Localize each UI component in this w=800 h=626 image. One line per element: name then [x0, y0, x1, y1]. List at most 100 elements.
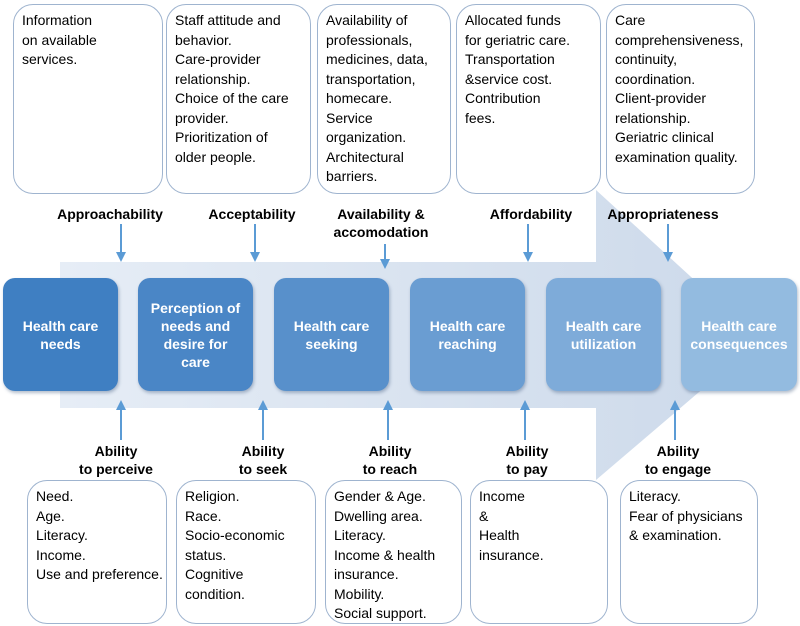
text-line: to perceive — [79, 461, 153, 477]
text-line: Service — [326, 109, 373, 126]
text-line: Availability & — [337, 206, 425, 222]
connector-arrows — [116, 224, 680, 440]
text-line: to reach — [362, 461, 418, 477]
text-line: Approachability — [57, 206, 163, 222]
text-line: professionals, — [326, 31, 413, 48]
text-line: coordination. — [615, 70, 696, 87]
text-line: Staff attitude and — [175, 12, 281, 28]
text-line: Health care — [565, 317, 642, 334]
ability-to-seek-label: Ability to seek — [203, 442, 323, 478]
text-line: Prioritization of — [175, 129, 268, 145]
text-line: Literacy. — [36, 527, 88, 543]
text-line: Race. — [185, 507, 222, 524]
ability-to-perceive-factors-box: Need. Age. Literacy. Income. Use and prefere… — [27, 480, 167, 624]
text-line: Ability — [94, 443, 138, 459]
text-line: & — [479, 507, 489, 524]
text-line: Transportation — [465, 51, 555, 67]
text-line: utilization — [570, 335, 637, 352]
text-line: continuity, — [615, 51, 677, 67]
text-line: Affordability — [489, 206, 573, 222]
text-line: organization. — [326, 129, 407, 145]
text-line: Health — [479, 527, 520, 543]
text-line: Ability — [656, 443, 700, 459]
text-line: Geriatric clinical — [615, 129, 714, 145]
approachability-label: Approachability — [40, 205, 180, 223]
text-line: condition. — [185, 585, 245, 602]
ability-to-seek-factors-box: Religion. Race. Socio-economic status. Cogni… — [176, 480, 316, 624]
text-line: medicines, data, — [326, 51, 428, 67]
text-line: Mobility. — [334, 585, 385, 602]
text-line: comprehensiveness, — [615, 31, 744, 48]
text-line: Ability — [241, 443, 285, 459]
text-line: provider. — [175, 109, 229, 126]
text-line: Acceptability — [208, 206, 296, 222]
text-line: Income. — [36, 546, 86, 563]
text-line: &service cost. — [465, 70, 553, 87]
text-line: Health care — [22, 317, 99, 334]
text-line: needs — [40, 335, 81, 352]
text-line: Fear of physicians — [629, 507, 743, 524]
text-line: seeking — [305, 335, 358, 352]
text-line: relationship. — [615, 109, 691, 126]
text-line: Gender & Age. — [334, 488, 426, 504]
text-line: Need. — [36, 488, 74, 504]
text-line: consequences — [690, 335, 788, 352]
text-line: desire for — [163, 335, 228, 352]
text-line: relationship. — [175, 70, 251, 87]
text-line: services. — [22, 51, 78, 67]
affordability-factors-box: Allocated funds for geriatric care. Transp… — [456, 4, 601, 194]
text-line: fees. — [465, 109, 496, 126]
text-line: Income — [479, 488, 525, 504]
text-line: to engage — [644, 461, 712, 477]
text-line: Cognitive — [185, 566, 244, 582]
text-line: Ability — [505, 443, 549, 459]
text-line: reaching — [438, 335, 497, 352]
text-line: Social support. — [334, 605, 427, 621]
text-line: needs and — [160, 317, 231, 334]
text-line: Use and preference. — [36, 566, 163, 582]
ability-to-reach-label: Ability to reach — [330, 442, 450, 478]
text-line: Information — [22, 12, 93, 28]
text-line: examination quality. — [615, 148, 738, 165]
text-line: Allocated funds — [465, 12, 561, 28]
text-line: Architectural — [326, 148, 404, 165]
text-line: Dwelling area. — [334, 507, 423, 524]
text-line: insurance. — [334, 566, 399, 582]
text-line: homecare. — [326, 90, 393, 106]
text-line: to seek — [238, 461, 288, 477]
ability-to-engage-factors-box: Literacy.Fear of physicians& examination… — [620, 480, 758, 624]
text-line: Care-provider — [175, 51, 261, 67]
text-line: to pay — [506, 461, 548, 477]
ability-to-pay-factors-box: Income & Health insurance. — [470, 480, 608, 624]
text-line: Appropriateness — [607, 206, 719, 222]
ability-to-pay-label: Ability to pay — [467, 442, 587, 478]
text-line: Socio-economic — [185, 527, 285, 543]
text-line: Health care — [293, 317, 370, 334]
text-line: Ability — [368, 443, 412, 459]
text-line: Health care — [701, 317, 777, 334]
appropriateness-label: Appropriateness — [593, 205, 733, 223]
ability-to-engage-label: Ability to engage — [618, 442, 738, 478]
text-line: insurance. — [479, 546, 544, 563]
text-line: for geriatric care. — [465, 31, 571, 48]
text-line: status. — [185, 546, 227, 563]
text-line: Age. — [36, 507, 65, 524]
text-line: Religion. — [185, 488, 240, 504]
text-line: Perception of — [150, 299, 241, 316]
text-line: Contribution — [465, 90, 541, 106]
text-line: Health care — [429, 317, 506, 334]
text-line: care — [181, 353, 210, 370]
text-line: transportation, — [326, 70, 416, 87]
text-line: barriers. — [326, 168, 378, 184]
text-line: older people. — [175, 148, 256, 165]
ability-to-perceive-label: Ability to perceive — [56, 442, 176, 478]
